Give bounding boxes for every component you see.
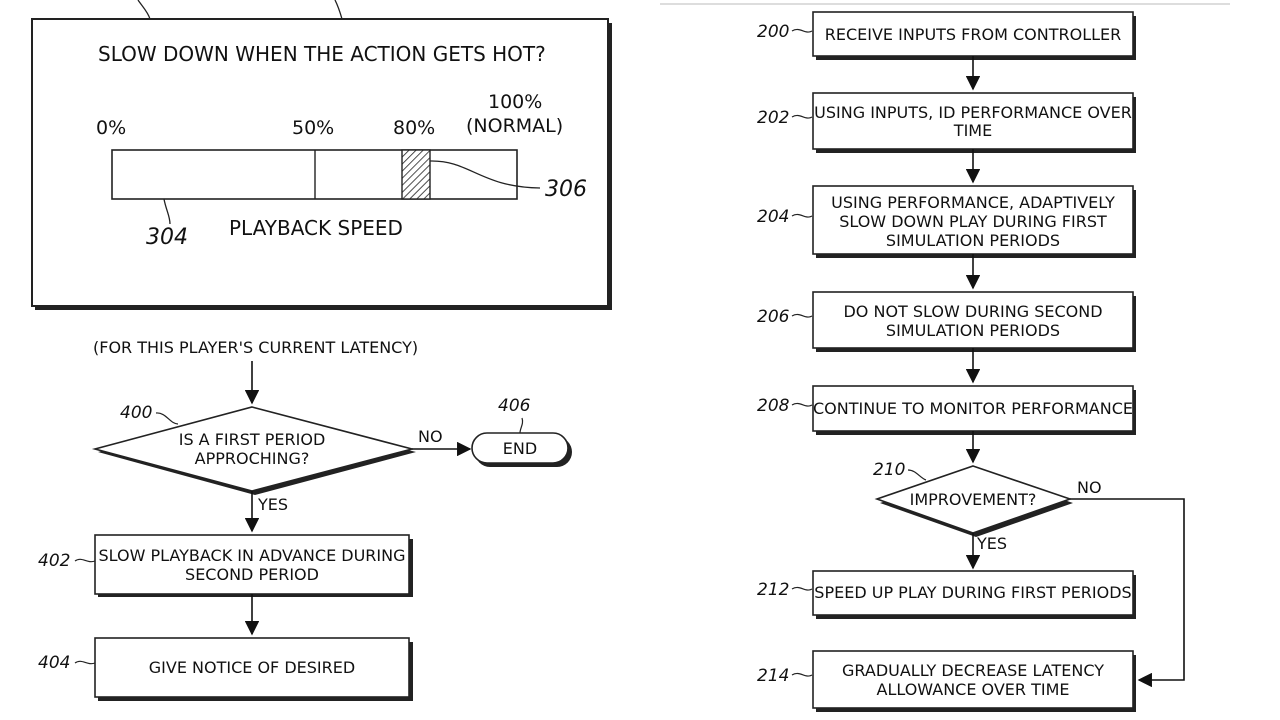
ref-306: 306: [545, 177, 587, 202]
speed-marker[interactable]: [402, 150, 430, 199]
box208-text: CONTINUE TO MONITOR PERFORMANCE: [813, 399, 1133, 418]
box204-line1: USING PERFORMANCE, ADAPTIVELY: [831, 193, 1115, 212]
ref-402: 402: [38, 551, 70, 571]
ref-212: 212: [757, 580, 789, 600]
panel-question: SLOW DOWN WHEN THE ACTION GETS HOT?: [98, 42, 546, 66]
box204-line2: SLOW DOWN PLAY DURING FIRST: [839, 212, 1107, 231]
decision-line1: IS A FIRST PERIOD: [179, 430, 326, 449]
label-0-percent: 0%: [96, 117, 126, 139]
no-label: NO: [418, 427, 443, 446]
left-flowchart: (FOR THIS PLAYER'S CURRENT LATENCY) 400 …: [38, 338, 572, 701]
ref-210: 210: [873, 460, 905, 480]
bar-label: PLAYBACK SPEED: [229, 216, 403, 240]
decision210-text: IMPROVEMENT?: [910, 490, 1037, 509]
box202-line1: USING INPUTS, ID PERFORMANCE OVER: [814, 103, 1132, 122]
box202-line2: TIME: [953, 121, 992, 140]
box402-line2: SECOND PERIOD: [185, 565, 319, 584]
box214-line1: GRADUALLY DECREASE LATENCY: [842, 661, 1104, 680]
ref-202: 202: [757, 108, 789, 128]
ref-200: 200: [757, 22, 789, 42]
label-50-percent: 50%: [292, 117, 334, 139]
yes-label: YES: [257, 495, 288, 514]
box212-text: SPEED UP PLAY DURING FIRST PERIODS: [814, 583, 1131, 602]
right-flowchart: 200 RECEIVE INPUTS FROM CONTROLLER 202 U…: [757, 12, 1184, 712]
ref-206: 206: [757, 307, 790, 327]
end-label: END: [503, 439, 537, 458]
ref-304: 304: [146, 225, 188, 250]
latency-condition: (FOR THIS PLAYER'S CURRENT LATENCY): [93, 338, 418, 357]
box402-line1: SLOW PLAYBACK IN ADVANCE DURING: [99, 546, 406, 565]
ref-406: 406: [498, 396, 531, 416]
box206-line1: DO NOT SLOW DURING SECOND: [843, 302, 1102, 321]
box204-line3: SIMULATION PERIODS: [886, 231, 1060, 250]
ref-404: 404: [38, 653, 70, 673]
label-80-percent: 80%: [393, 117, 435, 139]
label-100-percent: 100%: [488, 91, 542, 113]
yes-label-right: YES: [976, 534, 1007, 553]
no-label-right: NO: [1077, 478, 1102, 497]
ref-204: 204: [757, 207, 789, 227]
box206-line2: SIMULATION PERIODS: [886, 321, 1060, 340]
ref-208: 208: [757, 396, 790, 416]
decision-line2: APPROCHING?: [195, 449, 310, 468]
box214-line2: ALLOWANCE OVER TIME: [877, 680, 1070, 699]
box200-text: RECEIVE INPUTS FROM CONTROLLER: [825, 25, 1122, 44]
ref-214: 214: [757, 666, 789, 686]
ref-400: 400: [120, 403, 152, 423]
box404-line1: GIVE NOTICE OF DESIRED: [149, 658, 355, 677]
label-normal: (NORMAL): [466, 115, 563, 137]
slider-panel: SLOW DOWN WHEN THE ACTION GETS HOT? 0% 5…: [32, 0, 612, 310]
